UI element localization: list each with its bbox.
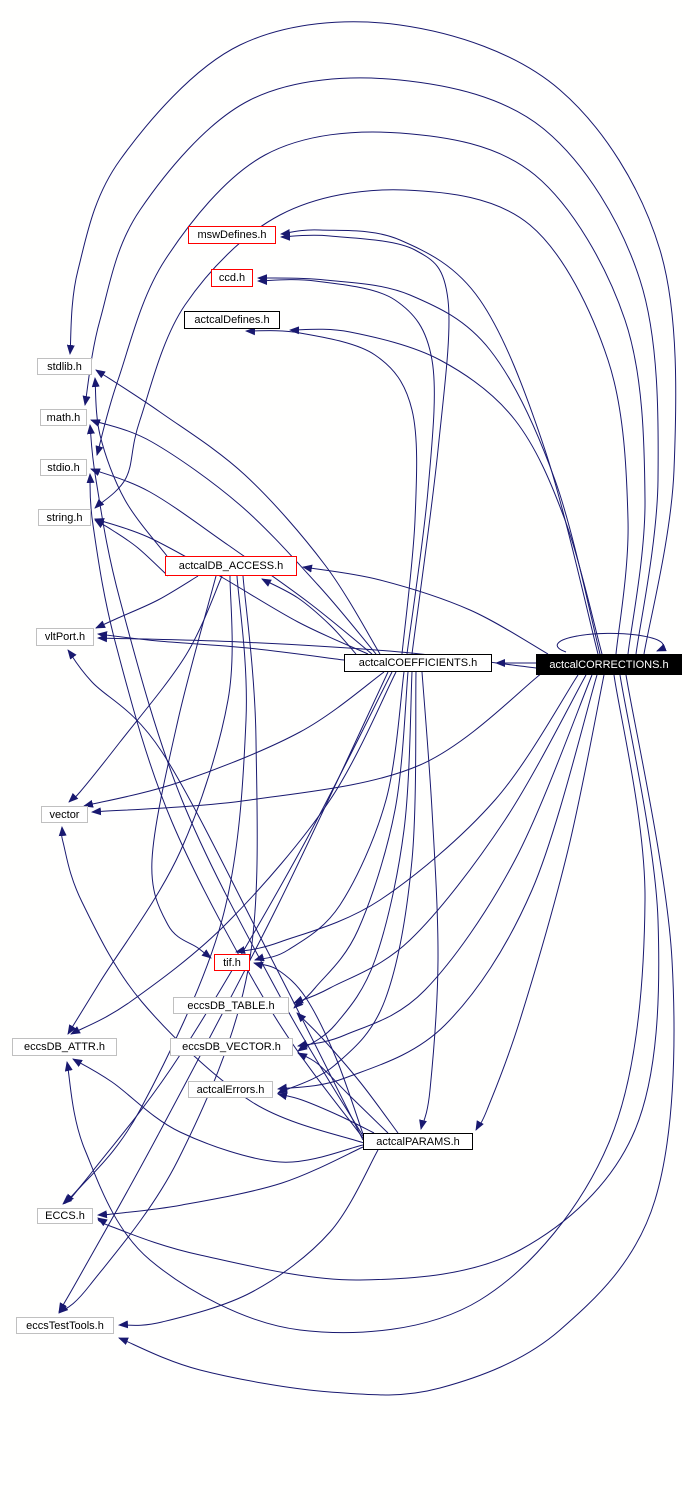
graph-node-label: vector	[49, 808, 80, 821]
edge-corr-dbtable	[293, 674, 587, 1004]
graph-node-string: string.h	[38, 509, 91, 526]
edge-corr-vector	[91, 672, 543, 816]
edge-corr-dbattr	[64, 674, 646, 1334]
edge-corr-eccs	[97, 674, 660, 1281]
edge-params-vlt	[67, 649, 364, 1141]
graph-node-acdef[interactable]: actcalDefines.h	[184, 311, 280, 329]
graph-node-ccd[interactable]: ccd.h	[211, 269, 253, 287]
edge-coeff-vlt	[97, 631, 345, 661]
edge-corr-math	[82, 77, 659, 655]
edge-corr-dbacc	[302, 564, 549, 655]
graph-node-eccs: ECCS.h	[37, 1208, 93, 1224]
edge-coeff-params	[419, 671, 439, 1130]
graph-node-label: eccsDB_ATTR.h	[23, 1041, 106, 1053]
edge-params-dbattr	[72, 1058, 364, 1163]
graph-node-label: actcalCORRECTIONS.h	[549, 658, 669, 671]
edge-coeff-ett	[58, 671, 389, 1313]
graph-node-label: stdlib.h	[47, 360, 82, 373]
edge-dbacc-vector	[68, 575, 223, 803]
edge-corr-acdef	[289, 326, 603, 655]
edge-params-ett	[118, 1149, 379, 1329]
graph-node-label: eccsDB_VECTOR.h	[182, 1041, 281, 1053]
edge-corr-params	[475, 674, 605, 1131]
edge-coeff-eccs	[64, 671, 393, 1204]
graph-node-label: actcalCOEFFICIENTS.h	[358, 657, 478, 669]
graph-node-label: mswDefines.h	[197, 229, 267, 241]
edge-corr-errors	[277, 674, 598, 1092]
graph-node-label: eccsTestTools.h	[26, 1319, 104, 1332]
graph-node-label: actcalDB_ACCESS.h	[178, 560, 284, 572]
edge-dbacc-tif	[151, 575, 217, 959]
graph-node-errors: actcalErrors.h	[188, 1081, 273, 1098]
edge-corr-msw	[280, 229, 599, 655]
edge-coeff-ccd	[257, 276, 435, 655]
graph-node-corr: actcalCORRECTIONS.h	[536, 654, 682, 675]
edge-coeff-stdio	[90, 468, 373, 655]
edge-coeff-dbattr	[70, 671, 397, 1035]
graph-node-dbacc[interactable]: actcalDB_ACCESS.h	[165, 556, 297, 576]
edge-corr-ett	[118, 674, 675, 1396]
graph-node-label: vltPort.h	[44, 631, 86, 643]
graph-node-label: string.h	[46, 511, 83, 524]
edge-coeff-dbacc	[261, 578, 357, 655]
edge-coeff-dbvector	[297, 671, 413, 1052]
edge-coeff-errors	[277, 671, 417, 1094]
graph-node-label: ECCS.h	[45, 1210, 85, 1222]
edge-coeff-vector	[83, 671, 385, 808]
edge-coeff-tif	[254, 671, 405, 962]
graph-node-stdio: stdio.h	[40, 459, 87, 476]
edge-dbacc-vlt	[95, 575, 199, 629]
edge-corr-stdlib	[66, 21, 677, 655]
edge-params-math	[86, 424, 364, 1137]
graph-node-label: ccd.h	[218, 272, 246, 284]
graph-node-label: eccsDB_TABLE.h	[187, 999, 275, 1012]
edge-coeff-msw	[280, 232, 450, 655]
edge-corr-dbvector	[297, 674, 593, 1048]
edge-params-stdio	[86, 473, 364, 1139]
edge-coeff-stdlib	[95, 369, 381, 655]
edge-self-loop	[556, 632, 667, 653]
edge-params-errors	[277, 1092, 375, 1134]
edge-coeff-acdef	[245, 327, 418, 655]
graph-node-dbtable: eccsDB_TABLE.h	[173, 997, 289, 1014]
graph-node-label: actcalPARAMS.h	[376, 1135, 460, 1148]
graph-node-vlt: vltPort.h	[36, 628, 94, 646]
edge-dbacc-eccs	[62, 575, 247, 1205]
edge-corr-stdio	[95, 131, 646, 655]
graph-node-math: math.h	[40, 409, 87, 426]
edge-dbacc-dbattr	[67, 575, 233, 1035]
graph-node-label: stdio.h	[47, 461, 80, 474]
graph-node-label: actcalErrors.h	[196, 1083, 265, 1096]
graph-node-dbvector: eccsDB_VECTOR.h	[170, 1038, 293, 1056]
edge-corr-string	[94, 189, 629, 655]
graph-node-stdlib: stdlib.h	[37, 358, 92, 375]
edge-dbacc-ett	[58, 575, 258, 1314]
edge-params-dbtable	[296, 1012, 399, 1134]
graph-node-coeff[interactable]: actcalCOEFFICIENTS.h	[344, 654, 492, 672]
edge-dbacc-string	[94, 519, 169, 577]
graph-node-dbattr: eccsDB_ATTR.h	[12, 1038, 117, 1056]
graph-node-params[interactable]: actcalPARAMS.h	[363, 1133, 473, 1150]
edge-coeff-dbtable	[293, 671, 409, 1009]
edge-coeff-math	[90, 419, 377, 655]
edge-params-eccs	[97, 1146, 364, 1219]
edge-params-vector	[58, 826, 365, 1144]
edge-corr-tif	[235, 674, 579, 954]
graph-node-ett: eccsTestTools.h	[16, 1317, 114, 1334]
edge-dbacc-stdlib	[91, 377, 168, 557]
graph-node-msw[interactable]: mswDefines.h	[188, 226, 276, 244]
graph-node-label: actcalDefines.h	[194, 314, 270, 326]
graph-node-tif[interactable]: tif.h	[214, 954, 250, 971]
edge-params-dbvector	[297, 1052, 389, 1134]
edge-coeff-string	[94, 518, 369, 655]
graph-node-vector: vector	[41, 806, 88, 823]
graph-node-label: math.h	[46, 411, 81, 424]
edge-corr-ccd	[257, 274, 601, 655]
edge-params-tif	[253, 961, 364, 1135]
graph-node-label: tif.h	[223, 956, 241, 969]
